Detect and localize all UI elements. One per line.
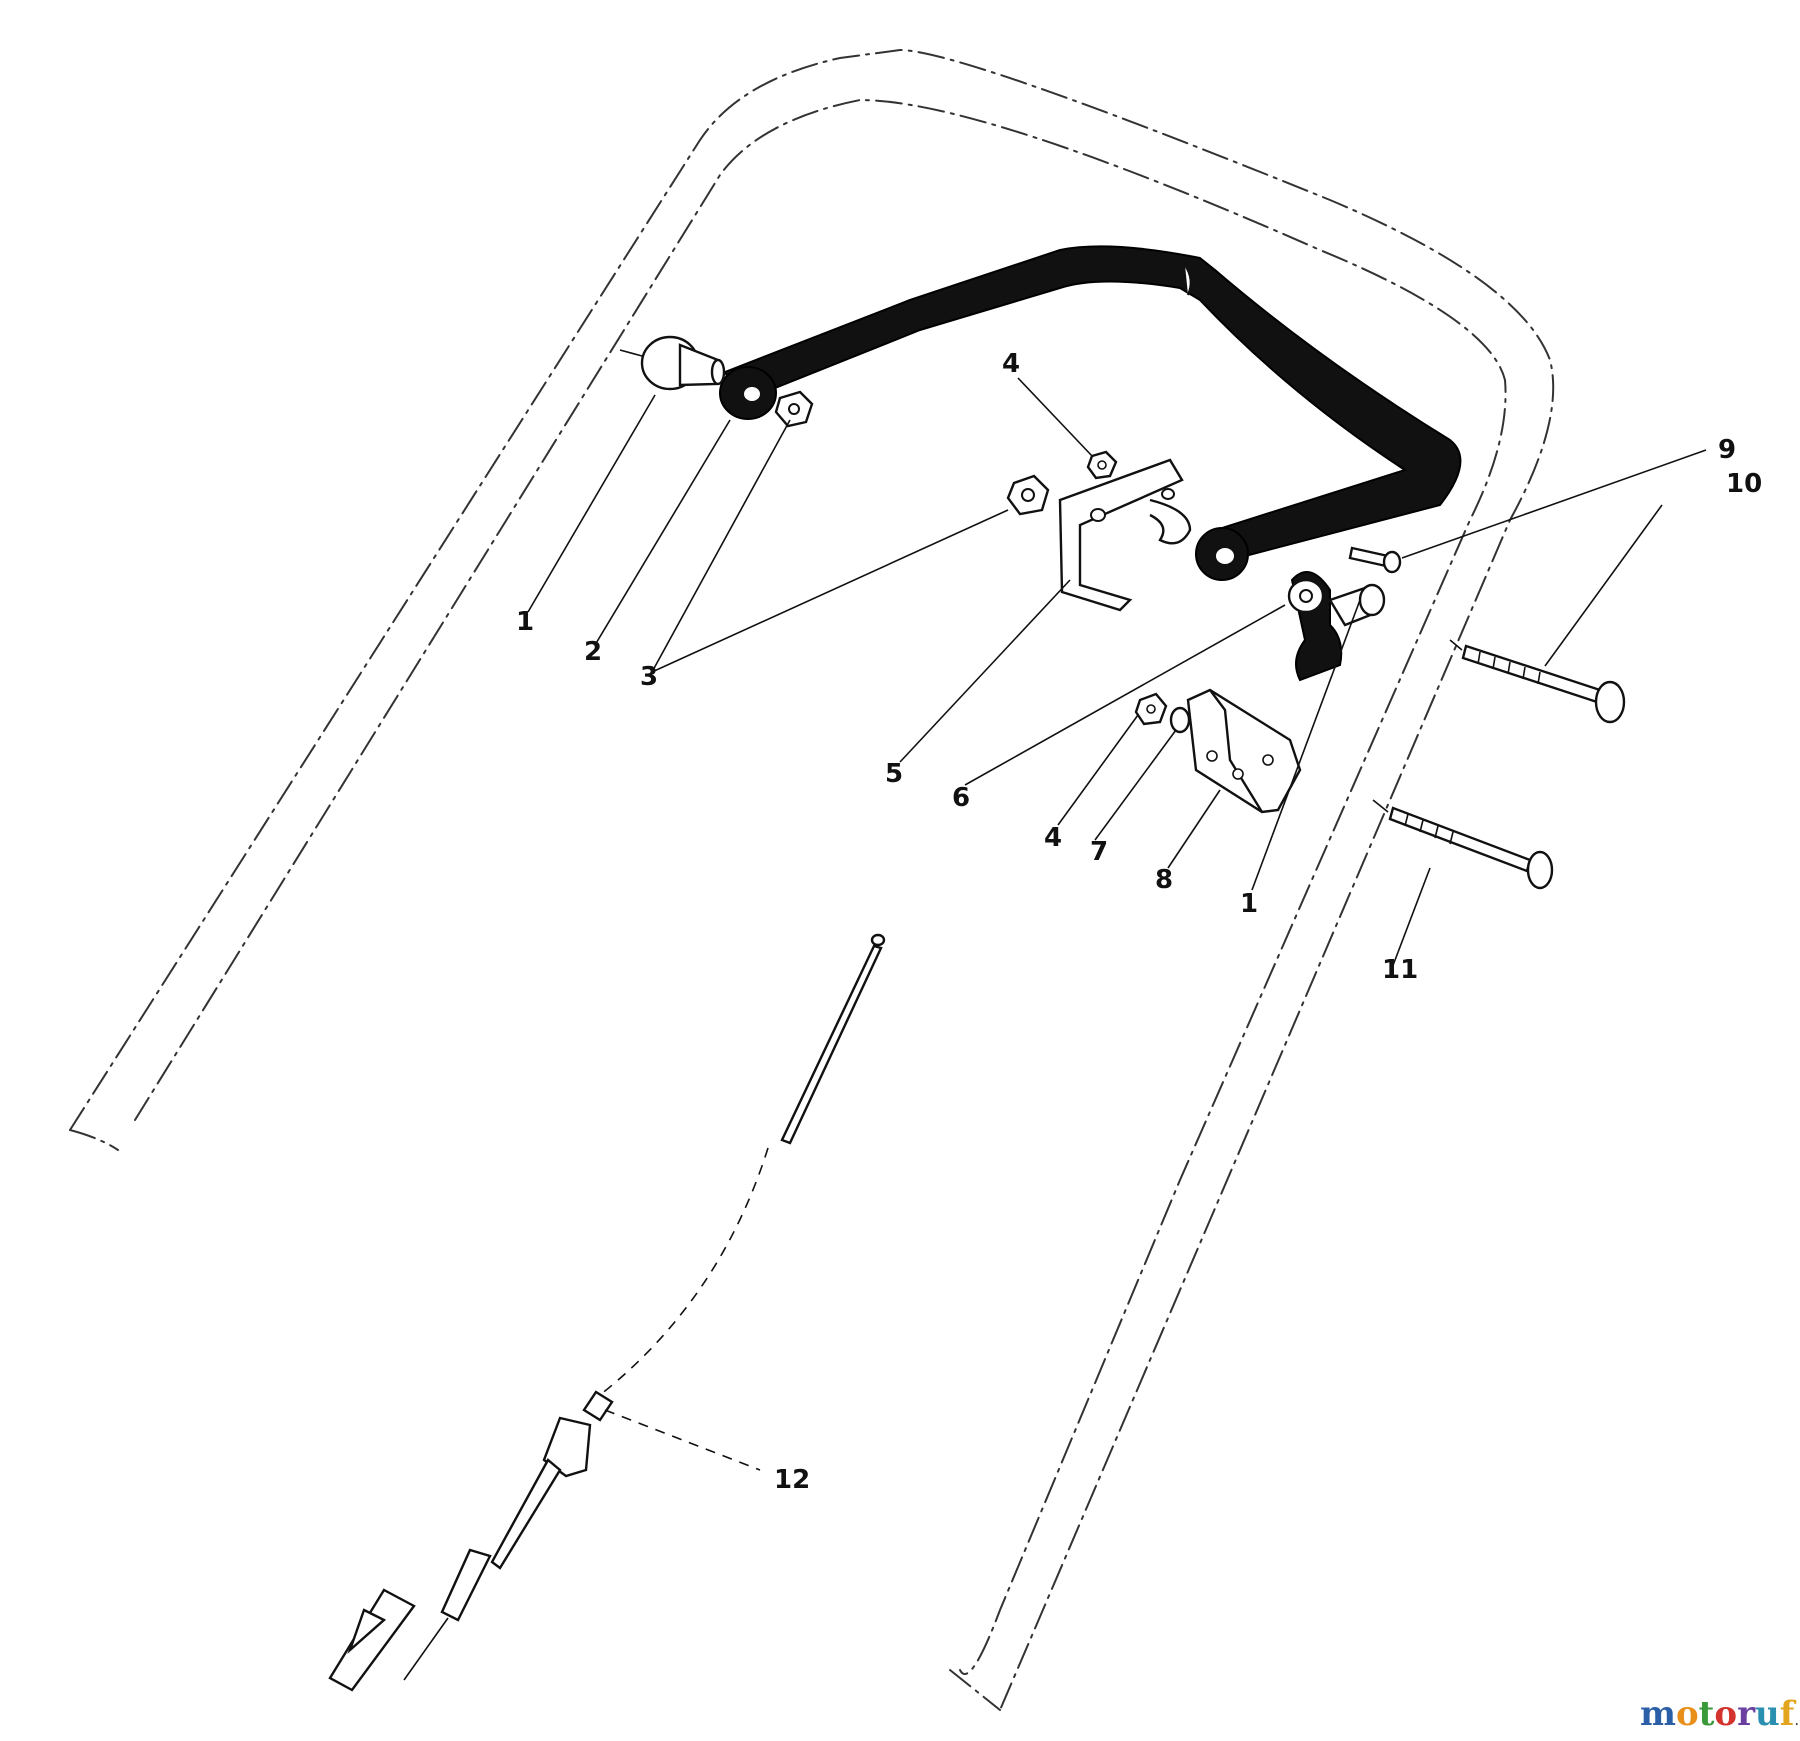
watermark-logo: motoruf.de: [1640, 1694, 1800, 1734]
callout-12: 12: [774, 1465, 810, 1495]
nut-parts: [774, 390, 1050, 516]
carriage-bolt-upper: [1449, 639, 1626, 724]
svg-text:motoruf.de: motoruf.de: [1640, 1694, 1800, 1734]
callout-7: 7: [1090, 837, 1108, 867]
callout-1-upper: 1: [516, 607, 534, 637]
callout-leaders: [527, 377, 1707, 1471]
callout-9: 9: [1718, 435, 1736, 465]
carriage-bolt-lower: [1372, 799, 1554, 890]
callout-10: 10: [1726, 469, 1762, 499]
handle-frame-outline: [69, 48, 1555, 1711]
callout-6: 6: [952, 783, 970, 813]
callout-8: 8: [1155, 865, 1173, 895]
callout-11: 11: [1382, 955, 1418, 985]
callout-2: 2: [584, 637, 602, 667]
callout-1-lower: 1: [1240, 889, 1258, 919]
screw-small: [1348, 546, 1402, 574]
cam-latch: [1287, 571, 1386, 682]
control-cable: [328, 933, 886, 1692]
bracket-plate: [1058, 458, 1192, 612]
callout-4-upper: 4: [1002, 349, 1020, 379]
nut-small-top: [1086, 450, 1118, 480]
callout-numbers: 1 2 3 4 5 6 4 7 8 1 9 10 11 12: [516, 349, 1762, 1495]
control-block: [1134, 688, 1302, 814]
callout-3: 3: [640, 662, 658, 692]
bail-lever: [719, 245, 1462, 581]
pivot-bushing-left: [619, 335, 726, 391]
callout-5: 5: [885, 759, 903, 789]
callout-4-lower: 4: [1044, 823, 1062, 853]
